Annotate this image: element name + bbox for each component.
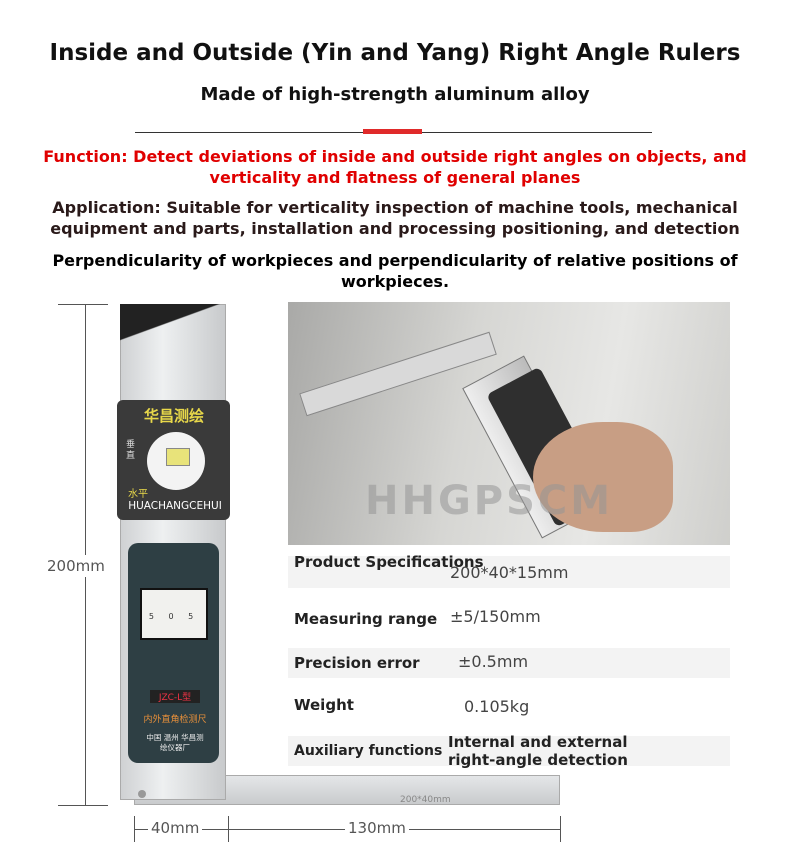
divider-accent	[363, 129, 422, 134]
brand-latin-label: HUACHANGCEHUI	[128, 500, 222, 512]
dimension-tick	[560, 816, 561, 842]
photo-ruler-arm	[299, 331, 497, 417]
width-dimension-label: 40mm	[148, 819, 203, 837]
watermark: HHGPSCM	[365, 478, 614, 524]
spec-label: Measuring range	[294, 610, 438, 628]
brand-label: 华昌测绘	[143, 407, 204, 425]
gauge-body	[128, 543, 219, 763]
function-text: Function: Detect deviations of inside an…	[43, 147, 747, 187]
application-text: Application: Suitable for verticality in…	[50, 198, 740, 238]
height-dimension-line	[85, 304, 86, 805]
height-dimension-label: 200mm	[47, 555, 105, 577]
spec-label: Auxiliary functions	[294, 743, 443, 759]
level-vial-icon	[166, 448, 190, 466]
spec-value: ±0.5mm	[458, 652, 529, 671]
screw-icon	[138, 790, 146, 798]
photo-hand	[533, 422, 673, 532]
model-label: JZC-L型	[150, 690, 200, 703]
spec-row: Measuring range ±5/150mm	[288, 600, 730, 636]
dimension-tick	[58, 805, 108, 806]
spec-value: Internal and external right-angle detect…	[448, 733, 628, 769]
spec-row: Product Specifications 200*40*15mm	[288, 553, 730, 588]
maker-label: 中国 温州 华昌测绘仪器厂	[146, 733, 204, 752]
spec-row: Precision error ±0.5mm	[288, 648, 730, 678]
spec-value: ±5/150mm	[450, 607, 541, 626]
dimension-tick	[228, 816, 229, 842]
vertical-label: 垂直	[126, 440, 136, 461]
dimension-tick	[58, 304, 108, 305]
perpendicularity-text: Perpendicularity of workpieces and perpe…	[52, 251, 738, 291]
spec-label: Product Specifications	[294, 553, 484, 571]
horizontal-label: 水平	[128, 489, 148, 500]
page-subtitle: Made of high-strength aluminum alloy	[200, 84, 590, 105]
spec-label: Precision error	[294, 654, 420, 672]
length-dimension-label: 130mm	[345, 819, 409, 837]
page-title: Inside and Outside (Yin and Yang) Right …	[49, 40, 741, 66]
ruler-top-bevel	[120, 304, 226, 384]
spec-value: 0.105kg	[464, 697, 530, 716]
dial-gauge	[140, 588, 208, 640]
spec-label: Weight	[294, 696, 354, 714]
spec-row: Auxiliary functions Internal and externa…	[288, 733, 730, 769]
dial-scale: 5 0 5	[148, 612, 200, 621]
model-name-label: 内外直角检测尺	[143, 715, 207, 725]
spec-row: Weight 0.105kg	[288, 690, 730, 722]
spec-value: 200*40*15mm	[450, 563, 569, 582]
usage-photo	[288, 302, 730, 545]
dimension-tick	[134, 816, 135, 842]
ruler-marking: 200*40mm	[400, 795, 451, 805]
